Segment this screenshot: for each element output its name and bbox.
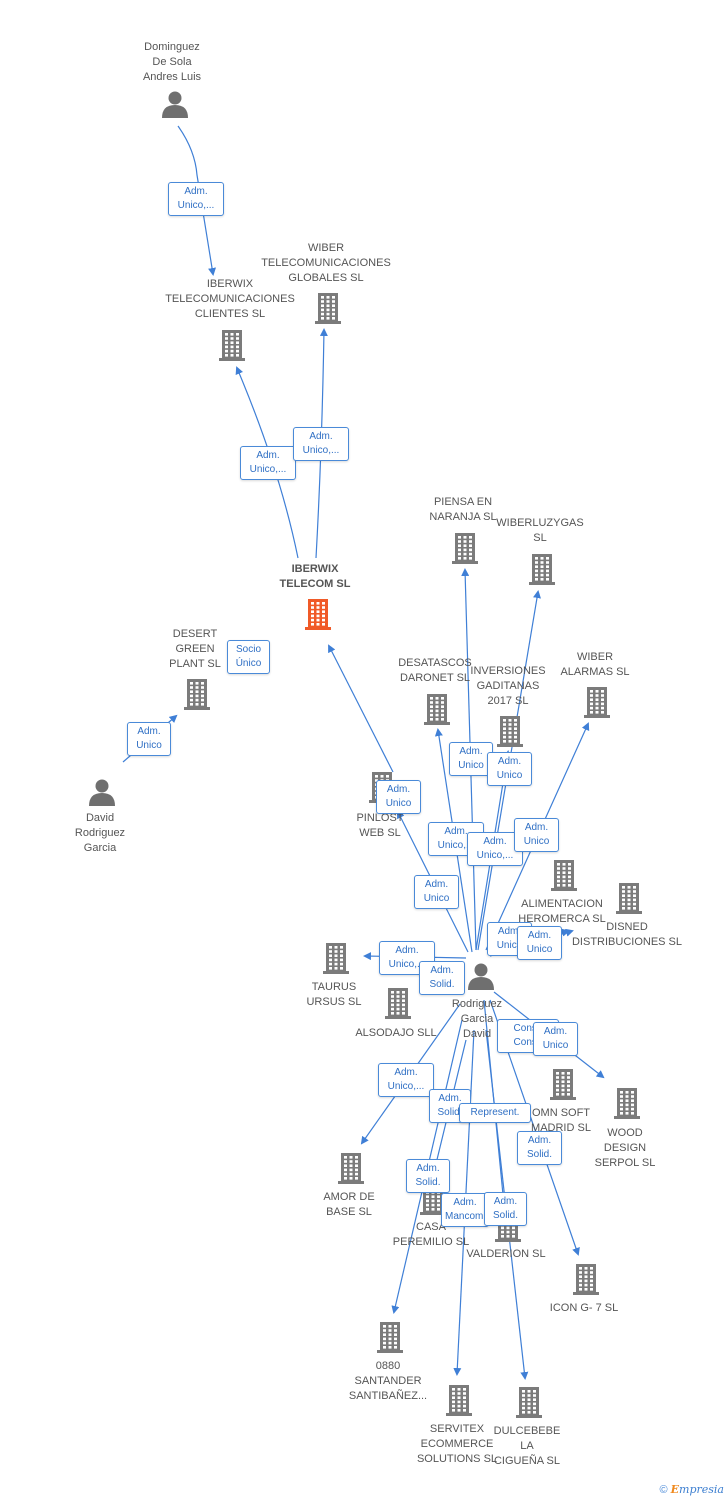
- company-building-icon[interactable]: [573, 1263, 599, 1300]
- relation-edge: [328, 644, 394, 773]
- company-building-icon[interactable]: [184, 678, 210, 715]
- relation-badge[interactable]: Adm. Unico: [127, 722, 171, 756]
- node-label-santander[interactable]: 0880 SANTANDER SANTIBAÑEZ...: [348, 1360, 428, 1402]
- node-label-piensa[interactable]: PIENSA EN NARANJA SL: [429, 496, 497, 523]
- company-building-icon[interactable]: [550, 1068, 576, 1105]
- company-building-icon[interactable]: [446, 1384, 472, 1421]
- company-building-icon[interactable]: [516, 1386, 542, 1423]
- node-label-rodriguez[interactable]: Rodriguez Garcia David: [451, 998, 503, 1040]
- node-label-david-rg[interactable]: David Rodriguez Garcia: [74, 812, 126, 854]
- relation-badge[interactable]: Adm. Unico: [449, 742, 493, 776]
- company-building-icon[interactable]: [616, 882, 642, 919]
- copyright-symbol: ©: [659, 1484, 668, 1496]
- node-label-dominguez[interactable]: Dominguez De Sola Andres Luis: [142, 41, 202, 83]
- company-building-icon[interactable]: [219, 329, 245, 366]
- company-building-icon[interactable]: [424, 693, 450, 730]
- company-building-icon[interactable]: [497, 715, 523, 752]
- node-label-inversiones[interactable]: INVERSIONES GADITANAS 2017 SL: [470, 665, 546, 707]
- node-label-casa[interactable]: CASA PEREMILIO SL: [392, 1221, 470, 1248]
- relation-badge[interactable]: Adm. Unico,...: [293, 427, 349, 461]
- person-icon[interactable]: [161, 90, 189, 123]
- company-building-icon[interactable]: [323, 942, 349, 979]
- relation-badge[interactable]: Adm. Solid.: [406, 1159, 450, 1193]
- company-building-icon[interactable]: [338, 1152, 364, 1189]
- node-label-wiber-alarm[interactable]: WIBER ALARMAS SL: [560, 651, 630, 678]
- company-building-icon[interactable]: [385, 987, 411, 1024]
- node-label-desatascos[interactable]: DESATASCOS DARONET SL: [398, 657, 472, 684]
- relation-badge[interactable]: Adm. Solid.: [517, 1131, 562, 1165]
- company-building-icon[interactable]: [529, 553, 555, 590]
- node-label-iberwix-tel[interactable]: IBERWIX TELECOM SL: [279, 563, 351, 590]
- relation-badge[interactable]: Represent.: [459, 1103, 531, 1123]
- node-label-wood[interactable]: WOOD DESIGN SERPOL SL: [594, 1127, 656, 1169]
- node-label-icon[interactable]: ICON G- 7 SL: [549, 1302, 619, 1314]
- footer: © Empresia: [659, 1483, 724, 1496]
- relation-badge[interactable]: Socio Único: [227, 640, 270, 674]
- relation-badge[interactable]: Adm. Unico: [487, 752, 532, 786]
- node-label-alimentacion[interactable]: ALIMENTACION HEROMERCA SL: [518, 898, 606, 925]
- person-icon[interactable]: [88, 778, 116, 811]
- relation-badge[interactable]: Adm. Unico: [376, 780, 421, 814]
- relation-edge: [177, 125, 216, 276]
- node-label-iberwix-cli[interactable]: IBERWIX TELECOMUNICACIONES CLIENTES SL: [165, 278, 295, 320]
- company-building-icon[interactable]: [377, 1321, 403, 1358]
- node-label-dulcebebe[interactable]: DULCEBEBE LA CIGUEÑA SL: [493, 1425, 561, 1467]
- node-label-alsodajo[interactable]: ALSODAJO SLL: [355, 1027, 437, 1039]
- relation-badge[interactable]: Adm. Mancom.: [441, 1193, 489, 1227]
- company-building-icon[interactable]: [315, 292, 341, 329]
- node-label-pinlost[interactable]: PINLOST WEB SL: [356, 812, 404, 839]
- company-building-icon[interactable]: [584, 686, 610, 723]
- node-label-wiber-glob[interactable]: WIBER TELECOMUNICACIONES GLOBALES SL: [261, 242, 391, 284]
- relation-badge[interactable]: Adm. Unico: [414, 875, 459, 909]
- node-label-amor[interactable]: AMOR DE BASE SL: [323, 1191, 375, 1218]
- node-label-desert[interactable]: DESERT GREEN PLANT SL: [169, 628, 221, 670]
- node-label-valderion[interactable]: VALDERION SL: [466, 1248, 546, 1260]
- relation-badge[interactable]: Adm. Unico: [533, 1022, 578, 1056]
- node-label-wiberluz[interactable]: WIBERLUZYGAS SL: [496, 517, 584, 544]
- relation-badge[interactable]: Adm. Solid.: [484, 1192, 527, 1226]
- node-label-servitex[interactable]: SERVITEX ECOMMERCE SOLUTIONS SL: [416, 1423, 498, 1465]
- relation-badge[interactable]: Adm. Unico,...: [467, 832, 523, 866]
- brand-text: mpresia: [679, 1483, 724, 1496]
- brand-initial: E: [670, 1483, 680, 1496]
- brand-logo[interactable]: Empresia: [671, 1483, 724, 1496]
- relation-badge[interactable]: Adm. Unico,...: [168, 182, 224, 216]
- person-icon[interactable]: [467, 962, 495, 995]
- relation-badge[interactable]: Adm. Unico,...: [378, 1063, 434, 1097]
- relation-badge[interactable]: Adm. Solid.: [419, 961, 465, 995]
- relation-badge[interactable]: Adm. Unico: [517, 926, 562, 960]
- company-building-icon[interactable]: [614, 1087, 640, 1124]
- relation-badge[interactable]: Adm. Unico,...: [240, 446, 296, 480]
- company-building-icon[interactable]: [551, 859, 577, 896]
- company-building-icon[interactable]: [452, 532, 478, 569]
- relation-badge[interactable]: Adm. Unico: [514, 818, 559, 852]
- node-label-taurus[interactable]: TAURUS URSUS SL: [306, 981, 362, 1008]
- main-company-building-icon[interactable]: [304, 598, 332, 635]
- node-label-disned[interactable]: DISNED DISTRIBUCIONES SL: [571, 921, 683, 948]
